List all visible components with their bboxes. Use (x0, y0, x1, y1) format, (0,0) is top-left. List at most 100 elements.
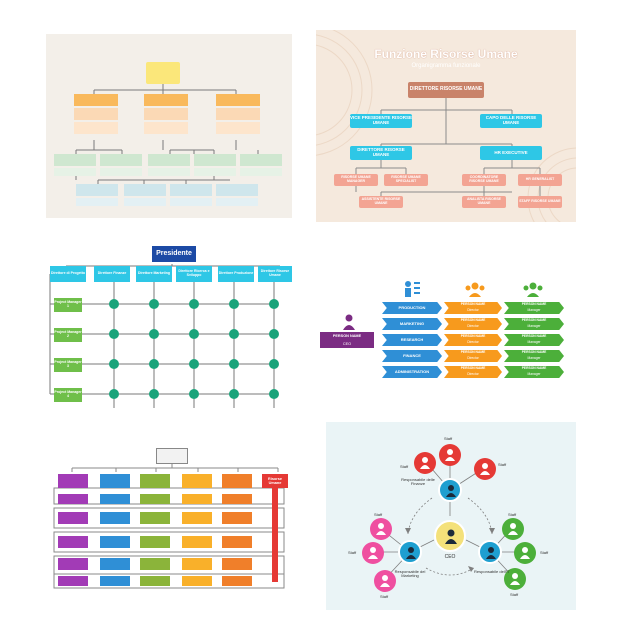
manager-bar[interactable]: PERSON NAME Manager (504, 318, 564, 330)
staff-node-green[interactable] (504, 568, 526, 590)
staff-node-green[interactable] (514, 542, 536, 564)
department-bar[interactable]: ADMINISTRATION (382, 366, 442, 378)
column-header[interactable]: Direttore Produzione (218, 266, 254, 282)
top-box[interactable]: DIRETTORE RISORSE UMANE (408, 82, 484, 98)
cell-box[interactable] (58, 494, 88, 504)
level4-sub-box[interactable] (170, 198, 212, 206)
level2-sub-box[interactable] (216, 108, 260, 120)
column-box[interactable] (222, 474, 252, 488)
column-header[interactable]: Direttore Finanze (94, 266, 130, 282)
level4-box[interactable]: RISORSE UMANE MANAGER (334, 174, 378, 186)
director-bar[interactable]: PERSON NAME Director (444, 334, 502, 346)
row-header[interactable]: Project Manager 3 (54, 358, 82, 372)
column-header[interactable]: Direttore Marketing (136, 266, 172, 282)
level3-sub-box[interactable] (54, 168, 96, 176)
org-chart-panel-2[interactable]: Funzione Risorse Umane Organigramma funz… (316, 30, 576, 222)
president-box[interactable]: Presidente (152, 246, 196, 262)
staff-node-green[interactable] (502, 518, 524, 540)
hub-node[interactable] (398, 540, 422, 564)
level5-box[interactable]: STAFF RISORSE UMANE (518, 196, 562, 208)
cell-box[interactable] (58, 558, 88, 570)
staff-node-red[interactable] (439, 444, 461, 466)
cell-box[interactable] (58, 536, 88, 548)
cell-box[interactable] (182, 558, 212, 570)
cell-box[interactable] (182, 576, 212, 586)
hub-node[interactable] (478, 540, 502, 564)
level2-box[interactable] (216, 94, 260, 106)
level3-sub-box[interactable] (194, 168, 236, 176)
level2-sub-box[interactable] (144, 108, 188, 120)
cell-box[interactable] (222, 536, 252, 548)
manager-bar[interactable]: PERSON NAME Manager (504, 350, 564, 362)
staff-node-pink[interactable] (362, 542, 384, 564)
level2-box[interactable]: CAPO DELLE RISORSE UMANE (480, 114, 542, 128)
level5-box[interactable]: ASSISTENTE RISORSE UMANE (359, 196, 403, 208)
manager-bar[interactable]: PERSON NAME Manager (504, 334, 564, 346)
level5-box[interactable]: ANALISTA RISORSE UMANE (462, 196, 506, 208)
cell-box[interactable] (182, 536, 212, 548)
ceo-node[interactable] (434, 520, 466, 552)
column-header[interactable]: Direttore Ricerca e Sviluppo (176, 266, 212, 282)
director-bar[interactable]: PERSON NAME Director (444, 366, 502, 378)
director-bar[interactable]: PERSON NAME Director (444, 318, 502, 330)
department-bar[interactable]: MARKETING (382, 318, 442, 330)
cell-box[interactable] (140, 536, 170, 548)
cell-box[interactable] (222, 512, 252, 524)
level2-sub-box[interactable] (216, 122, 260, 134)
department-org-chart[interactable]: PERSON NAME CEO PRODUCTION MARKETING RES… (318, 278, 570, 386)
level3-box[interactable] (240, 154, 282, 166)
cell-box[interactable] (140, 494, 170, 504)
column-header[interactable]: Direttore di Progetto (50, 266, 86, 282)
staff-node-red[interactable] (474, 458, 496, 480)
director-bar[interactable]: PERSON NAME Director (444, 350, 502, 362)
org-chart-panel-1[interactable] (46, 34, 292, 218)
cell-box[interactable] (140, 576, 170, 586)
level4-sub-box[interactable] (124, 198, 166, 206)
top-box[interactable] (146, 62, 180, 84)
cell-box[interactable] (222, 576, 252, 586)
director-bar[interactable]: PERSON NAME Director (444, 302, 502, 314)
level3-box[interactable]: DIRETTORE RISORSE UMANE (350, 146, 412, 160)
highlight-column-header[interactable]: Risorse Umane (262, 474, 288, 488)
level3-box[interactable] (100, 154, 142, 166)
cell-box[interactable] (222, 558, 252, 570)
column-box[interactable] (182, 474, 212, 488)
highlight-column-bar[interactable] (272, 488, 278, 582)
column-header[interactable]: Direttore Risorse Umane (258, 266, 292, 282)
cell-box[interactable] (140, 558, 170, 570)
level2-box[interactable] (144, 94, 188, 106)
level2-sub-box[interactable] (74, 122, 118, 134)
cell-box[interactable] (100, 576, 130, 586)
ceo-box[interactable]: PERSON NAME CEO (320, 332, 374, 348)
cell-box[interactable] (140, 512, 170, 524)
department-bar[interactable]: FINANCE (382, 350, 442, 362)
level2-sub-box[interactable] (144, 122, 188, 134)
level3-sub-box[interactable] (100, 168, 142, 176)
cell-box[interactable] (58, 512, 88, 524)
level4-box[interactable] (170, 184, 212, 196)
cell-box[interactable] (100, 558, 130, 570)
level3-sub-box[interactable] (148, 168, 190, 176)
cell-box[interactable] (222, 494, 252, 504)
cell-box[interactable] (182, 494, 212, 504)
level4-box[interactable] (76, 184, 118, 196)
row-header[interactable]: Project Manager 2 (54, 328, 82, 342)
level4-box[interactable] (216, 184, 258, 196)
manager-bar[interactable]: PERSON NAME Manager (504, 366, 564, 378)
level4-sub-box[interactable] (216, 198, 258, 206)
cell-box[interactable] (58, 576, 88, 586)
row-header[interactable]: Project Manager 1 (54, 298, 82, 312)
manager-bar[interactable]: PERSON NAME Manager (504, 302, 564, 314)
level2-sub-box[interactable] (74, 108, 118, 120)
staff-node-pink[interactable] (370, 518, 392, 540)
department-bar[interactable]: PRODUCTION (382, 302, 442, 314)
level4-box[interactable]: RISORSE UMANE SPECIALIST (384, 174, 428, 186)
level2-box[interactable] (74, 94, 118, 106)
hub-node[interactable] (438, 478, 462, 502)
level3-sub-box[interactable] (240, 168, 282, 176)
level3-box[interactable] (148, 154, 190, 166)
level3-box[interactable]: HR EXECUTIVE (480, 146, 542, 160)
staff-node-red[interactable] (414, 452, 436, 474)
top-box[interactable] (156, 448, 188, 464)
cell-box[interactable] (100, 536, 130, 548)
